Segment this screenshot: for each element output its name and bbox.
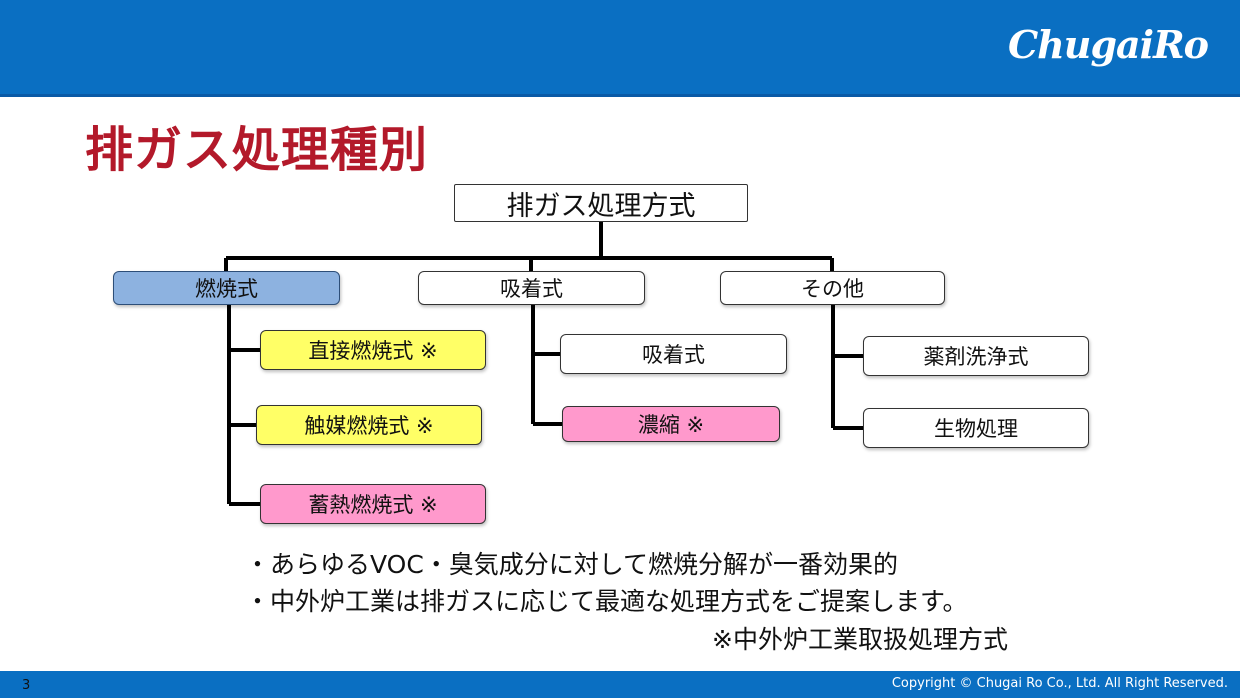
node-chemical-scrubbing: 薬剤洗浄式 — [863, 336, 1089, 376]
copyright-text: Copyright © Chugai Ro Co., Ltd. All Righ… — [891, 676, 1228, 691]
note-line-2: ・中外炉工業は排ガスに応じて最適な処理方式をご提案します。 — [245, 587, 968, 616]
node-direct-combustion: 直接燃焼式 ※ — [260, 330, 486, 370]
page-number: 3 — [22, 678, 31, 693]
category-combustion: 燃焼式 — [113, 271, 340, 305]
note-legend: ※中外炉工業取扱処理方式 — [712, 625, 1008, 654]
slide-title: 排ガス処理種別 — [85, 122, 429, 178]
node-adsorption: 吸着式 — [560, 334, 787, 374]
node-biological-treatment: 生物処理 — [863, 408, 1089, 448]
company-logo: ChugaiRo — [1007, 22, 1209, 67]
category-other: その他 — [720, 271, 945, 305]
node-catalytic-combustion: 触媒燃焼式 ※ — [256, 405, 482, 445]
note-line-1: ・あらゆるVOC・臭気成分に対して燃焼分解が一番効果的 — [245, 550, 899, 579]
footer-bar: 3 Copyright © Chugai Ro Co., Ltd. All Ri… — [0, 671, 1240, 698]
notes-block: ・あらゆるVOC・臭気成分に対して燃焼分解が一番効果的 ・中外炉工業は排ガスに応… — [245, 546, 968, 620]
root-node: 排ガス処理方式 — [454, 184, 748, 222]
header-bar: ChugaiRo — [0, 0, 1240, 97]
category-adsorption: 吸着式 — [418, 271, 645, 305]
node-concentration: 濃縮 ※ — [562, 406, 780, 442]
node-regenerative-combustion: 蓄熱燃焼式 ※ — [260, 484, 486, 524]
